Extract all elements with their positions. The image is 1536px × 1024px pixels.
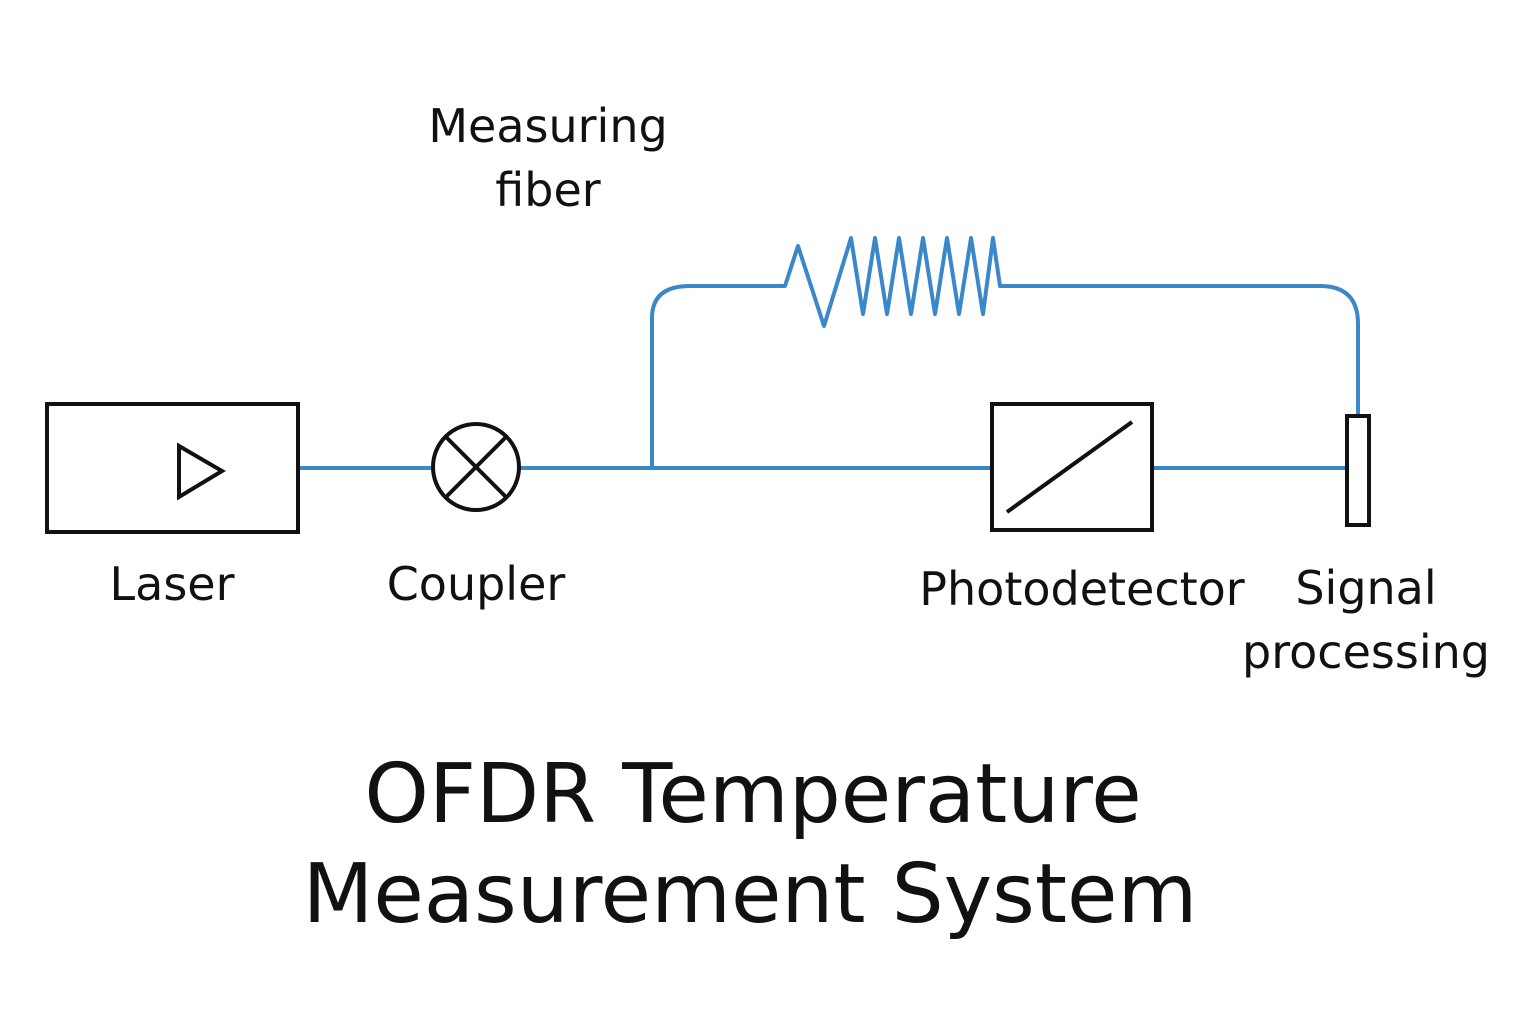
circle-x-icon — [431, 422, 521, 512]
measuring-fiber-label-line2: fiber — [495, 163, 600, 217]
photodetector: Photodetector — [919, 402, 1245, 616]
signal-processing: Signal processing — [1242, 414, 1490, 679]
coupler: Coupler — [387, 422, 566, 611]
measuring-fiber-label-line1: Measuring — [428, 99, 667, 153]
diagram-title: OFDR Temperature Measurement System — [303, 747, 1198, 942]
measuring-fiber-path — [650, 236, 1360, 470]
laser-label: Laser — [110, 557, 235, 611]
title-line1: OFDR Temperature — [364, 747, 1141, 842]
coupler-label: Coupler — [387, 557, 566, 611]
signal-processing-label-line2: processing — [1242, 625, 1490, 679]
fiber-paths — [296, 236, 1360, 470]
laser: Laser — [45, 402, 300, 611]
signal-processing-bar — [1345, 414, 1371, 527]
photodetector-label: Photodetector — [919, 562, 1245, 616]
diagonal-line-icon — [1005, 420, 1134, 514]
triangle-play-icon — [177, 442, 226, 501]
laser-box — [45, 402, 300, 534]
measuring-fiber: Measuring fiber — [428, 99, 667, 217]
signal-processing-label-line1: Signal — [1295, 561, 1436, 615]
title-line2: Measurement System — [303, 847, 1198, 942]
